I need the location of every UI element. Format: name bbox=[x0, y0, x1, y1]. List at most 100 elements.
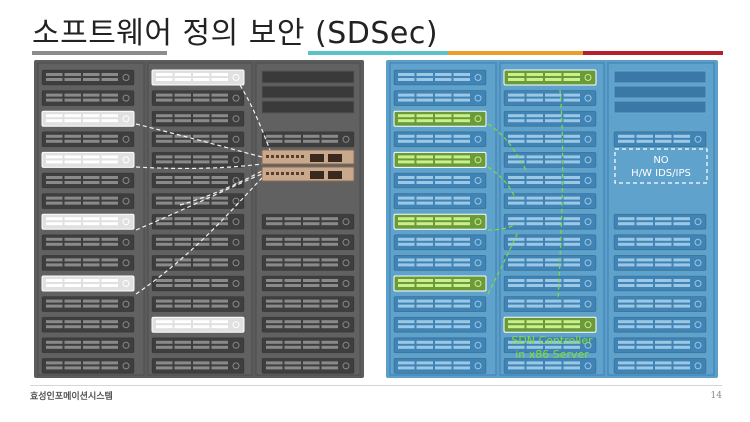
appliance-module bbox=[328, 154, 342, 162]
sdn-server-unit bbox=[393, 255, 487, 271]
sdn-network-switch bbox=[613, 100, 707, 114]
sdn-server-unit bbox=[393, 69, 487, 86]
legacy-server-unit bbox=[151, 316, 245, 333]
appliance-port bbox=[266, 172, 269, 175]
legacy-connector-1 bbox=[135, 123, 263, 158]
legacy-server-unit bbox=[41, 316, 135, 333]
appliance-port bbox=[296, 155, 299, 158]
legacy-server-unit bbox=[151, 131, 245, 148]
page-number: 14 bbox=[710, 391, 722, 401]
appliance-module bbox=[310, 154, 324, 162]
legacy-server-unit bbox=[41, 213, 135, 230]
sdn-connector-1 bbox=[487, 123, 527, 171]
sdn-connector-2 bbox=[487, 166, 517, 201]
appliance-ports bbox=[266, 154, 342, 179]
legacy-server-unit bbox=[41, 90, 135, 106]
appliance-port bbox=[291, 172, 294, 175]
legacy-server-unit bbox=[41, 255, 135, 271]
appliance-port bbox=[266, 155, 269, 158]
sdn-server-unit bbox=[503, 316, 597, 333]
title-rule-teal bbox=[308, 51, 448, 55]
legacy-server-unit bbox=[41, 275, 135, 292]
appliance-port bbox=[281, 155, 284, 158]
legacy-connector-6 bbox=[179, 170, 263, 206]
title-rule-gray bbox=[32, 51, 167, 55]
legacy-server-unit bbox=[261, 316, 355, 333]
footer-company-name: 효성인포메이션시스템 bbox=[30, 392, 113, 402]
sdn-server-unit bbox=[503, 193, 597, 209]
footer-divider bbox=[30, 385, 722, 386]
sdn-server-unit bbox=[613, 234, 707, 251]
sdn-connectors bbox=[487, 89, 564, 301]
legacy-server-unit bbox=[261, 234, 355, 251]
legacy-server-unit bbox=[41, 69, 135, 86]
sdn-server-unit bbox=[393, 110, 487, 127]
appliance-port bbox=[276, 155, 279, 158]
sdn-server-unit bbox=[503, 296, 597, 312]
sdn-connector-3 bbox=[487, 223, 517, 231]
sdn-server-unit bbox=[503, 69, 597, 86]
appliance-port bbox=[301, 155, 304, 158]
no-hw-ids-box bbox=[614, 148, 708, 184]
appliance-port bbox=[296, 172, 299, 175]
sdn-server-unit bbox=[393, 234, 487, 251]
sdn-controller-label-line-2: in x86 Server bbox=[515, 348, 589, 361]
legacy-connector-5 bbox=[239, 84, 271, 151]
legacy-server-unit bbox=[41, 234, 135, 251]
sdn-server-unit bbox=[503, 337, 597, 354]
appliance-port bbox=[286, 172, 289, 175]
legacy-server-unit bbox=[151, 234, 245, 251]
sdn-server-unit bbox=[503, 213, 597, 230]
sdn-server-unit bbox=[503, 358, 597, 374]
appliance-port bbox=[281, 172, 284, 175]
sdn-server-unit bbox=[393, 213, 487, 230]
legacy-server-unit bbox=[151, 172, 245, 189]
title-rule-orange bbox=[448, 51, 583, 55]
legacy-connector-3 bbox=[135, 173, 263, 231]
legacy-server-unit bbox=[261, 275, 355, 292]
appliance-port bbox=[271, 172, 274, 175]
sdn-server-unit bbox=[393, 316, 487, 333]
legacy-server-unit bbox=[41, 358, 135, 374]
sdn-server-unit bbox=[613, 275, 707, 292]
sdn-server-unit bbox=[503, 255, 597, 271]
appliance-port bbox=[271, 155, 274, 158]
legacy-server-units bbox=[41, 69, 355, 374]
appliance-port bbox=[286, 155, 289, 158]
sdn-server-unit bbox=[393, 90, 487, 106]
sdn-network-switch bbox=[613, 85, 707, 99]
sdn-connector-4 bbox=[487, 231, 519, 295]
sdn-server-unit bbox=[503, 275, 597, 292]
sdn-server-unit bbox=[613, 337, 707, 354]
legacy-server-unit bbox=[41, 193, 135, 209]
legacy-server-unit bbox=[41, 296, 135, 312]
legacy-server-unit bbox=[261, 296, 355, 312]
sdn-server-unit bbox=[393, 296, 487, 312]
legacy-server-unit bbox=[261, 213, 355, 230]
sdn-server-unit bbox=[613, 131, 707, 148]
legacy-connectors bbox=[135, 84, 271, 295]
sdn-server-unit bbox=[503, 172, 597, 189]
legacy-server-unit bbox=[151, 358, 245, 374]
sdn-network-switch bbox=[613, 70, 707, 84]
legacy-network-switch bbox=[261, 70, 355, 84]
title-rule-red bbox=[583, 51, 723, 55]
legacy-server-unit bbox=[41, 131, 135, 148]
legacy-server-unit bbox=[151, 69, 245, 86]
sdn-server-unit bbox=[393, 172, 487, 189]
sdn-server-unit bbox=[503, 234, 597, 251]
legacy-network-switch bbox=[261, 100, 355, 114]
sdn-server-unit bbox=[503, 90, 597, 106]
sdn-server-unit bbox=[613, 255, 707, 271]
legacy-server-unit bbox=[261, 131, 355, 148]
legacy-server-unit bbox=[41, 337, 135, 354]
sdn-server-unit bbox=[393, 131, 487, 148]
appliance-module bbox=[328, 171, 342, 179]
sdn-server-unit bbox=[393, 151, 487, 168]
legacy-server-unit bbox=[151, 255, 245, 271]
no-hw-ids-label-line-2: H/W IDS/IPS bbox=[631, 168, 691, 179]
sdn-server-unit bbox=[503, 110, 597, 127]
legacy-server-unit bbox=[151, 213, 245, 230]
sdn-server-unit bbox=[613, 316, 707, 333]
